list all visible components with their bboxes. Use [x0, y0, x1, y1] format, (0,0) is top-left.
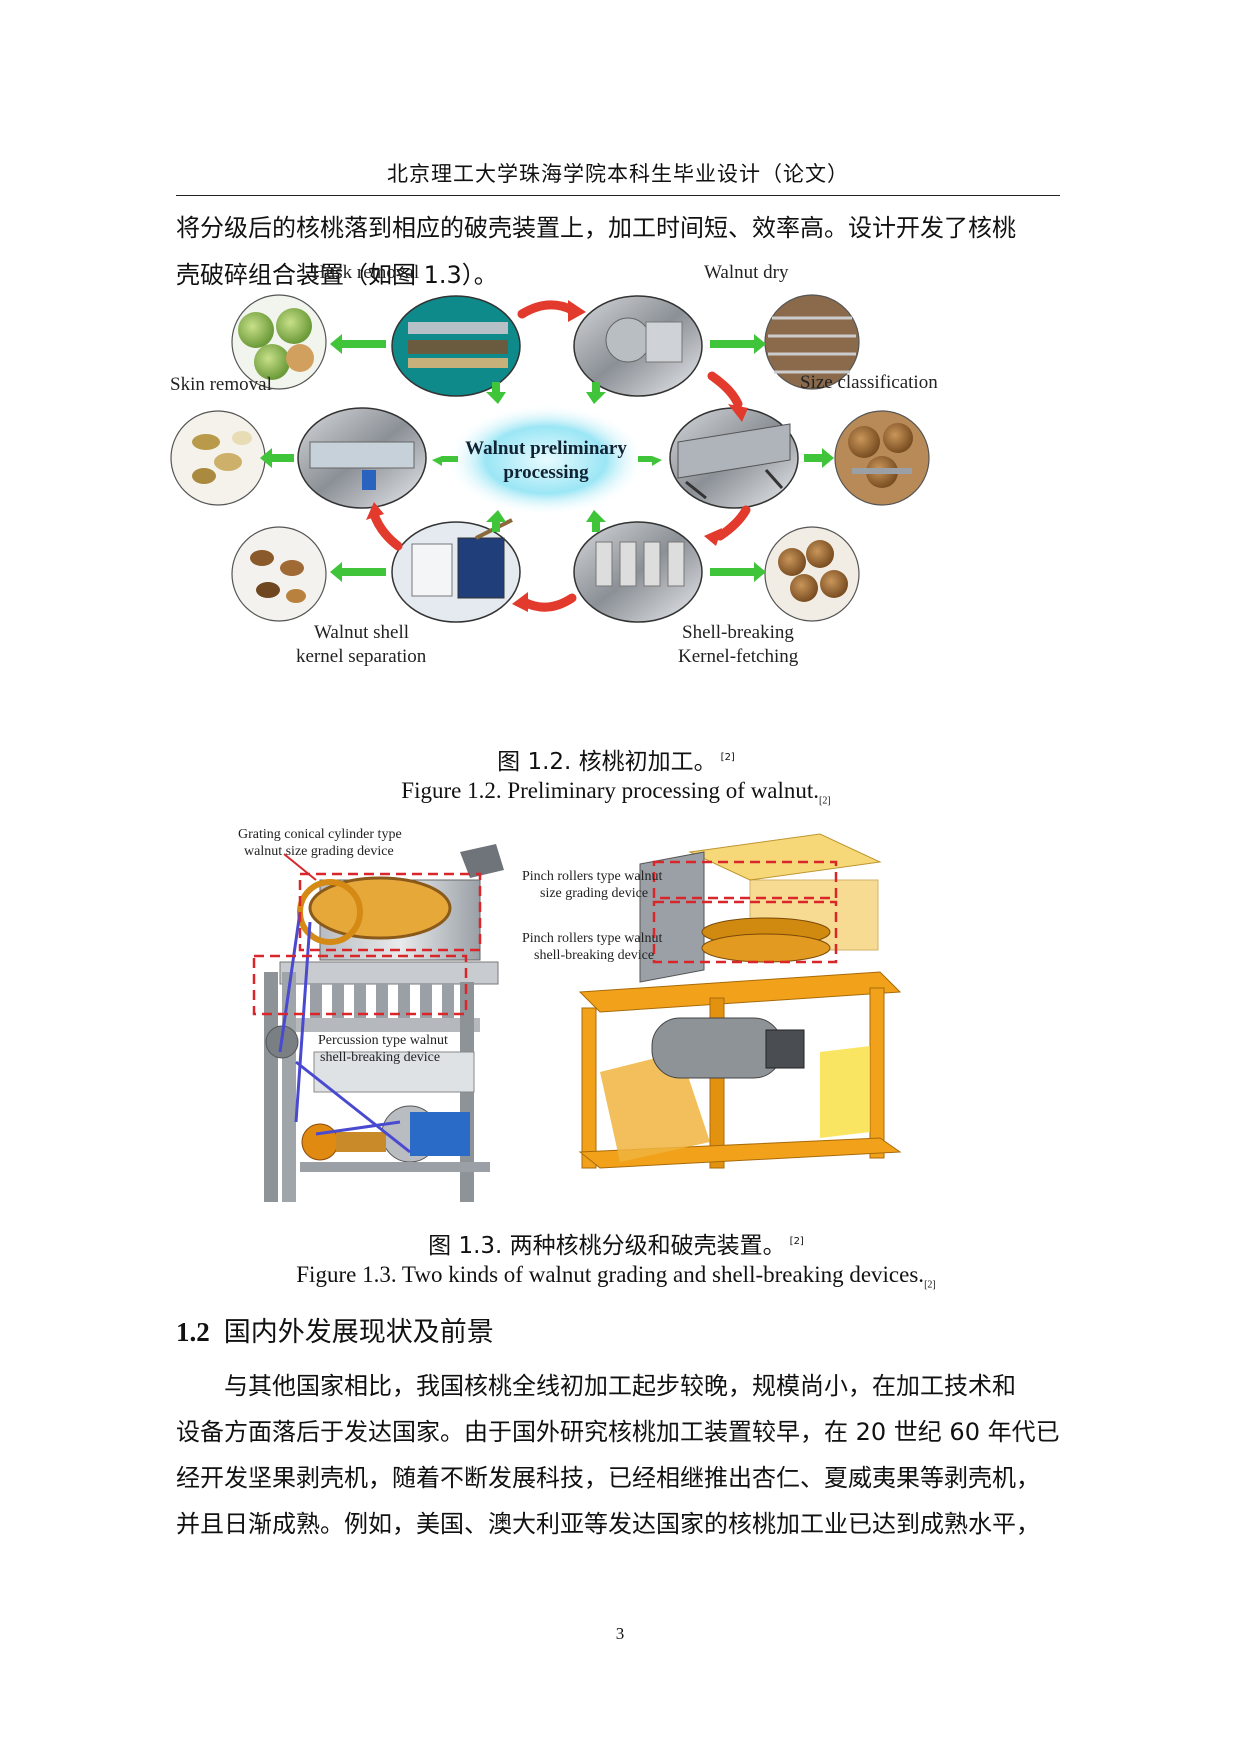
label-shell-breaking-line1: Shell-breaking	[682, 622, 794, 643]
body-line-4: 并且日渐成熟。例如，美国、澳大利亚等发达国家的核桃加工业已达到成熟水平，	[176, 1510, 1040, 1538]
figure-1-2-caption-en-ref: [2]	[819, 795, 831, 807]
size-classification-machine-photo	[669, 407, 799, 509]
label-grating-line2: walnut size grading device	[244, 844, 394, 859]
figure-1-3-caption-cn-text: 图 1.3. 两种核桃分级和破壳装置。	[428, 1233, 786, 1259]
label-walnut-dry: Walnut dry	[704, 262, 789, 283]
center-label-line1: Walnut preliminary	[465, 438, 627, 459]
red-arrows	[369, 300, 751, 612]
arrow-center-to-dry	[586, 382, 606, 404]
husk-removal-product-photo	[231, 294, 327, 390]
figure-1-2-diagram: Walnut preliminary processing	[170, 262, 938, 667]
arrow-center-to-husk	[486, 382, 506, 404]
left-machine-illustration	[264, 844, 504, 1202]
section-heading: 1.2 国内外发展现状及前景	[176, 1310, 494, 1349]
left-machine-highlight-frames	[252, 872, 482, 1016]
figure-1-2-caption-cn-text: 图 1.2. 核桃初加工。	[497, 749, 717, 775]
label-percussion-line2: shell-breaking device	[320, 1050, 440, 1065]
arrow-dry-to-product	[710, 334, 766, 354]
shell-breaking-machine-photo	[573, 521, 703, 623]
section-number: 1.2	[176, 1317, 210, 1347]
center-label-line2: processing	[503, 462, 589, 483]
label-grating-line1: Grating conical cylinder type	[238, 827, 402, 842]
label-shell-breaking-line2: Kernel-fetching	[678, 646, 799, 667]
arrow-skin-to-product	[260, 448, 294, 468]
shell-breaking-product-photo	[764, 526, 860, 622]
figure-1-2-caption-en: Figure 1.2. Preliminary processing of wa…	[176, 778, 1056, 807]
center-node: Walnut preliminary processing	[446, 404, 646, 516]
label-husk-removal: Husk removal	[312, 262, 419, 283]
arrow-center-to-breaking	[586, 510, 606, 532]
size-classification-product-photo	[834, 410, 930, 506]
skin-removal-machine-photo	[297, 407, 427, 509]
arrow-size-to-breaking	[715, 505, 751, 541]
running-header: 北京理工大学珠海学院本科生毕业设计（论文）	[387, 162, 849, 186]
arrow-breaking-to-product	[710, 562, 766, 582]
body-line-2: 设备方面落后于发达国家。由于国外研究核桃加工装置较早，在 20 世纪 60 年代…	[176, 1418, 1060, 1446]
husk-removal-machine-photo	[391, 295, 521, 397]
figure-1-3-caption-cn: 图 1.3. 两种核桃分级和破壳装置。[2]	[176, 1226, 1056, 1260]
arrow-center-to-size	[638, 456, 662, 466]
grating-leader-line	[283, 853, 317, 881]
figure-1-3-caption-cn-ref: [2]	[789, 1236, 804, 1248]
body-line-1: 与其他国家相比，我国核桃全线初加工起步较晚，规模尚小，在加工技术和	[224, 1372, 1016, 1400]
skin-removal-product-photo	[170, 410, 266, 506]
separation-product-photo	[231, 526, 327, 622]
arrow-separation-to-skin	[369, 509, 403, 551]
right-machine-highlight-frames	[652, 860, 838, 964]
walnut-dry-machine-photo	[573, 295, 703, 397]
arrow-breaking-to-separation	[519, 593, 577, 612]
figure-1-2-caption-cn-ref: [2]	[720, 752, 735, 764]
body-line-3: 经开发坚果剥壳机，随着不断发展科技，已经相继推出杏仁、夏威夷果等剥壳机，	[176, 1464, 1040, 1492]
label-pinch-grading-line2: size grading device	[540, 886, 648, 901]
figure-1-3-diagram: Grating conical cylinder type walnut siz…	[238, 827, 902, 1202]
figure-1-3-caption-en-ref: [2]	[924, 1279, 936, 1291]
right-machine-illustration	[578, 833, 902, 1169]
label-pinch-grading-line1: Pinch rollers type walnut	[522, 869, 662, 884]
arrow-husk-to-product	[330, 334, 386, 354]
arrow-size-to-product	[804, 448, 834, 468]
figure-1-3-caption-en: Figure 1.3. Two kinds of walnut grading …	[176, 1262, 1056, 1291]
arrow-dry-to-size	[707, 371, 743, 409]
green-arrows	[260, 334, 834, 582]
body-paragraph: 与其他国家相比，我国核桃全线初加工起步较晚，规模尚小，在加工技术和 设备方面落后…	[176, 1363, 1076, 1547]
header-rule	[176, 195, 1060, 196]
separation-machine-photo	[391, 518, 521, 623]
label-percussion-line1: Percussion type walnut	[318, 1033, 448, 1048]
red-arrowheads	[366, 300, 748, 612]
walnut-dry-product-photo	[764, 294, 860, 390]
section-title: 国内外发展现状及前景	[223, 1317, 494, 1348]
label-skin-removal: Skin removal	[170, 374, 272, 395]
label-pinch-breaking-line1: Pinch rollers type walnut	[522, 931, 662, 946]
intro-line-1: 将分级后的核桃落到相应的破壳装置上，加工时间短、效率高。设计开发了核桃	[176, 214, 1016, 242]
arrow-center-to-skin	[432, 456, 458, 466]
label-separation-line1: Walnut shell	[314, 622, 409, 643]
page-number: 3	[615, 1624, 625, 1643]
figure-1-3-caption-en-text: Figure 1.3. Two kinds of walnut grading …	[296, 1262, 925, 1287]
intro-paragraph: 将分级后的核桃落到相应的破壳装置上，加工时间短、效率高。设计开发了核桃 壳破碎组…	[176, 205, 1076, 299]
label-separation-line2: kernel separation	[296, 646, 427, 667]
figure-1-2-caption-cn: 图 1.2. 核桃初加工。[2]	[176, 742, 1056, 776]
arrow-center-to-separation	[486, 510, 506, 532]
arrow-separation-to-product	[330, 562, 386, 582]
figure-1-2-caption-en-text: Figure 1.2. Preliminary processing of wa…	[401, 778, 820, 803]
label-pinch-breaking-line2: shell-breaking device	[534, 948, 654, 963]
label-size-classification: Size classification	[800, 372, 938, 393]
intro-line-2: 壳破碎组合装置（如图 1.3）。	[176, 261, 498, 289]
arrow-husk-to-dry	[517, 300, 577, 319]
